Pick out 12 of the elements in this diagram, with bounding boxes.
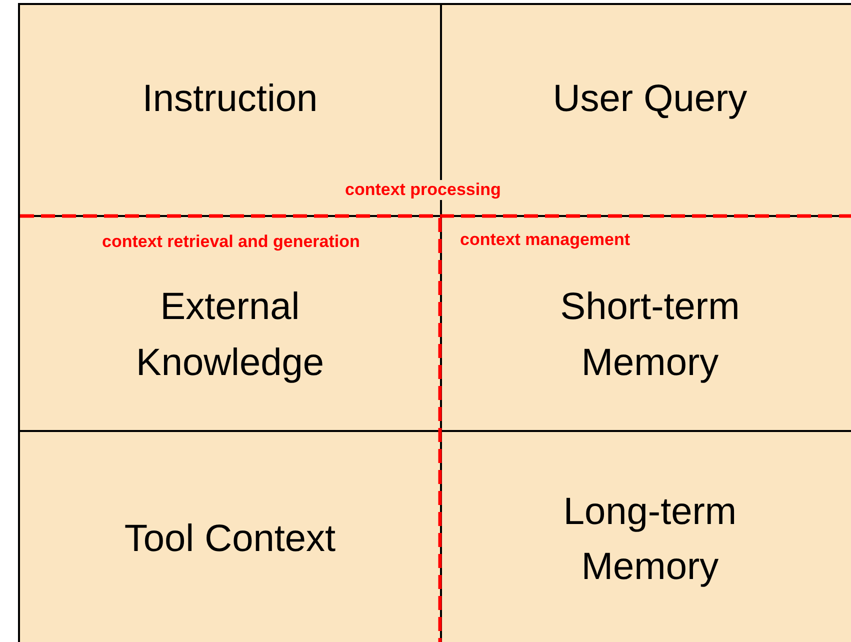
region-label: context processing xyxy=(343,180,503,200)
region-label: context retrieval and generation xyxy=(100,232,362,252)
cell-label: External Knowledge xyxy=(134,285,326,386)
category-cell xyxy=(18,215,442,432)
cell-label: User Query xyxy=(552,77,748,122)
category-cell xyxy=(18,430,442,642)
cell-label: Tool Context xyxy=(124,517,336,562)
category-cell xyxy=(440,430,851,642)
cell-label: Short-term Memory xyxy=(559,285,741,386)
cell-label: Long-term Memory xyxy=(562,490,738,590)
cell-label: Instruction xyxy=(142,77,318,122)
category-cell xyxy=(440,215,851,432)
